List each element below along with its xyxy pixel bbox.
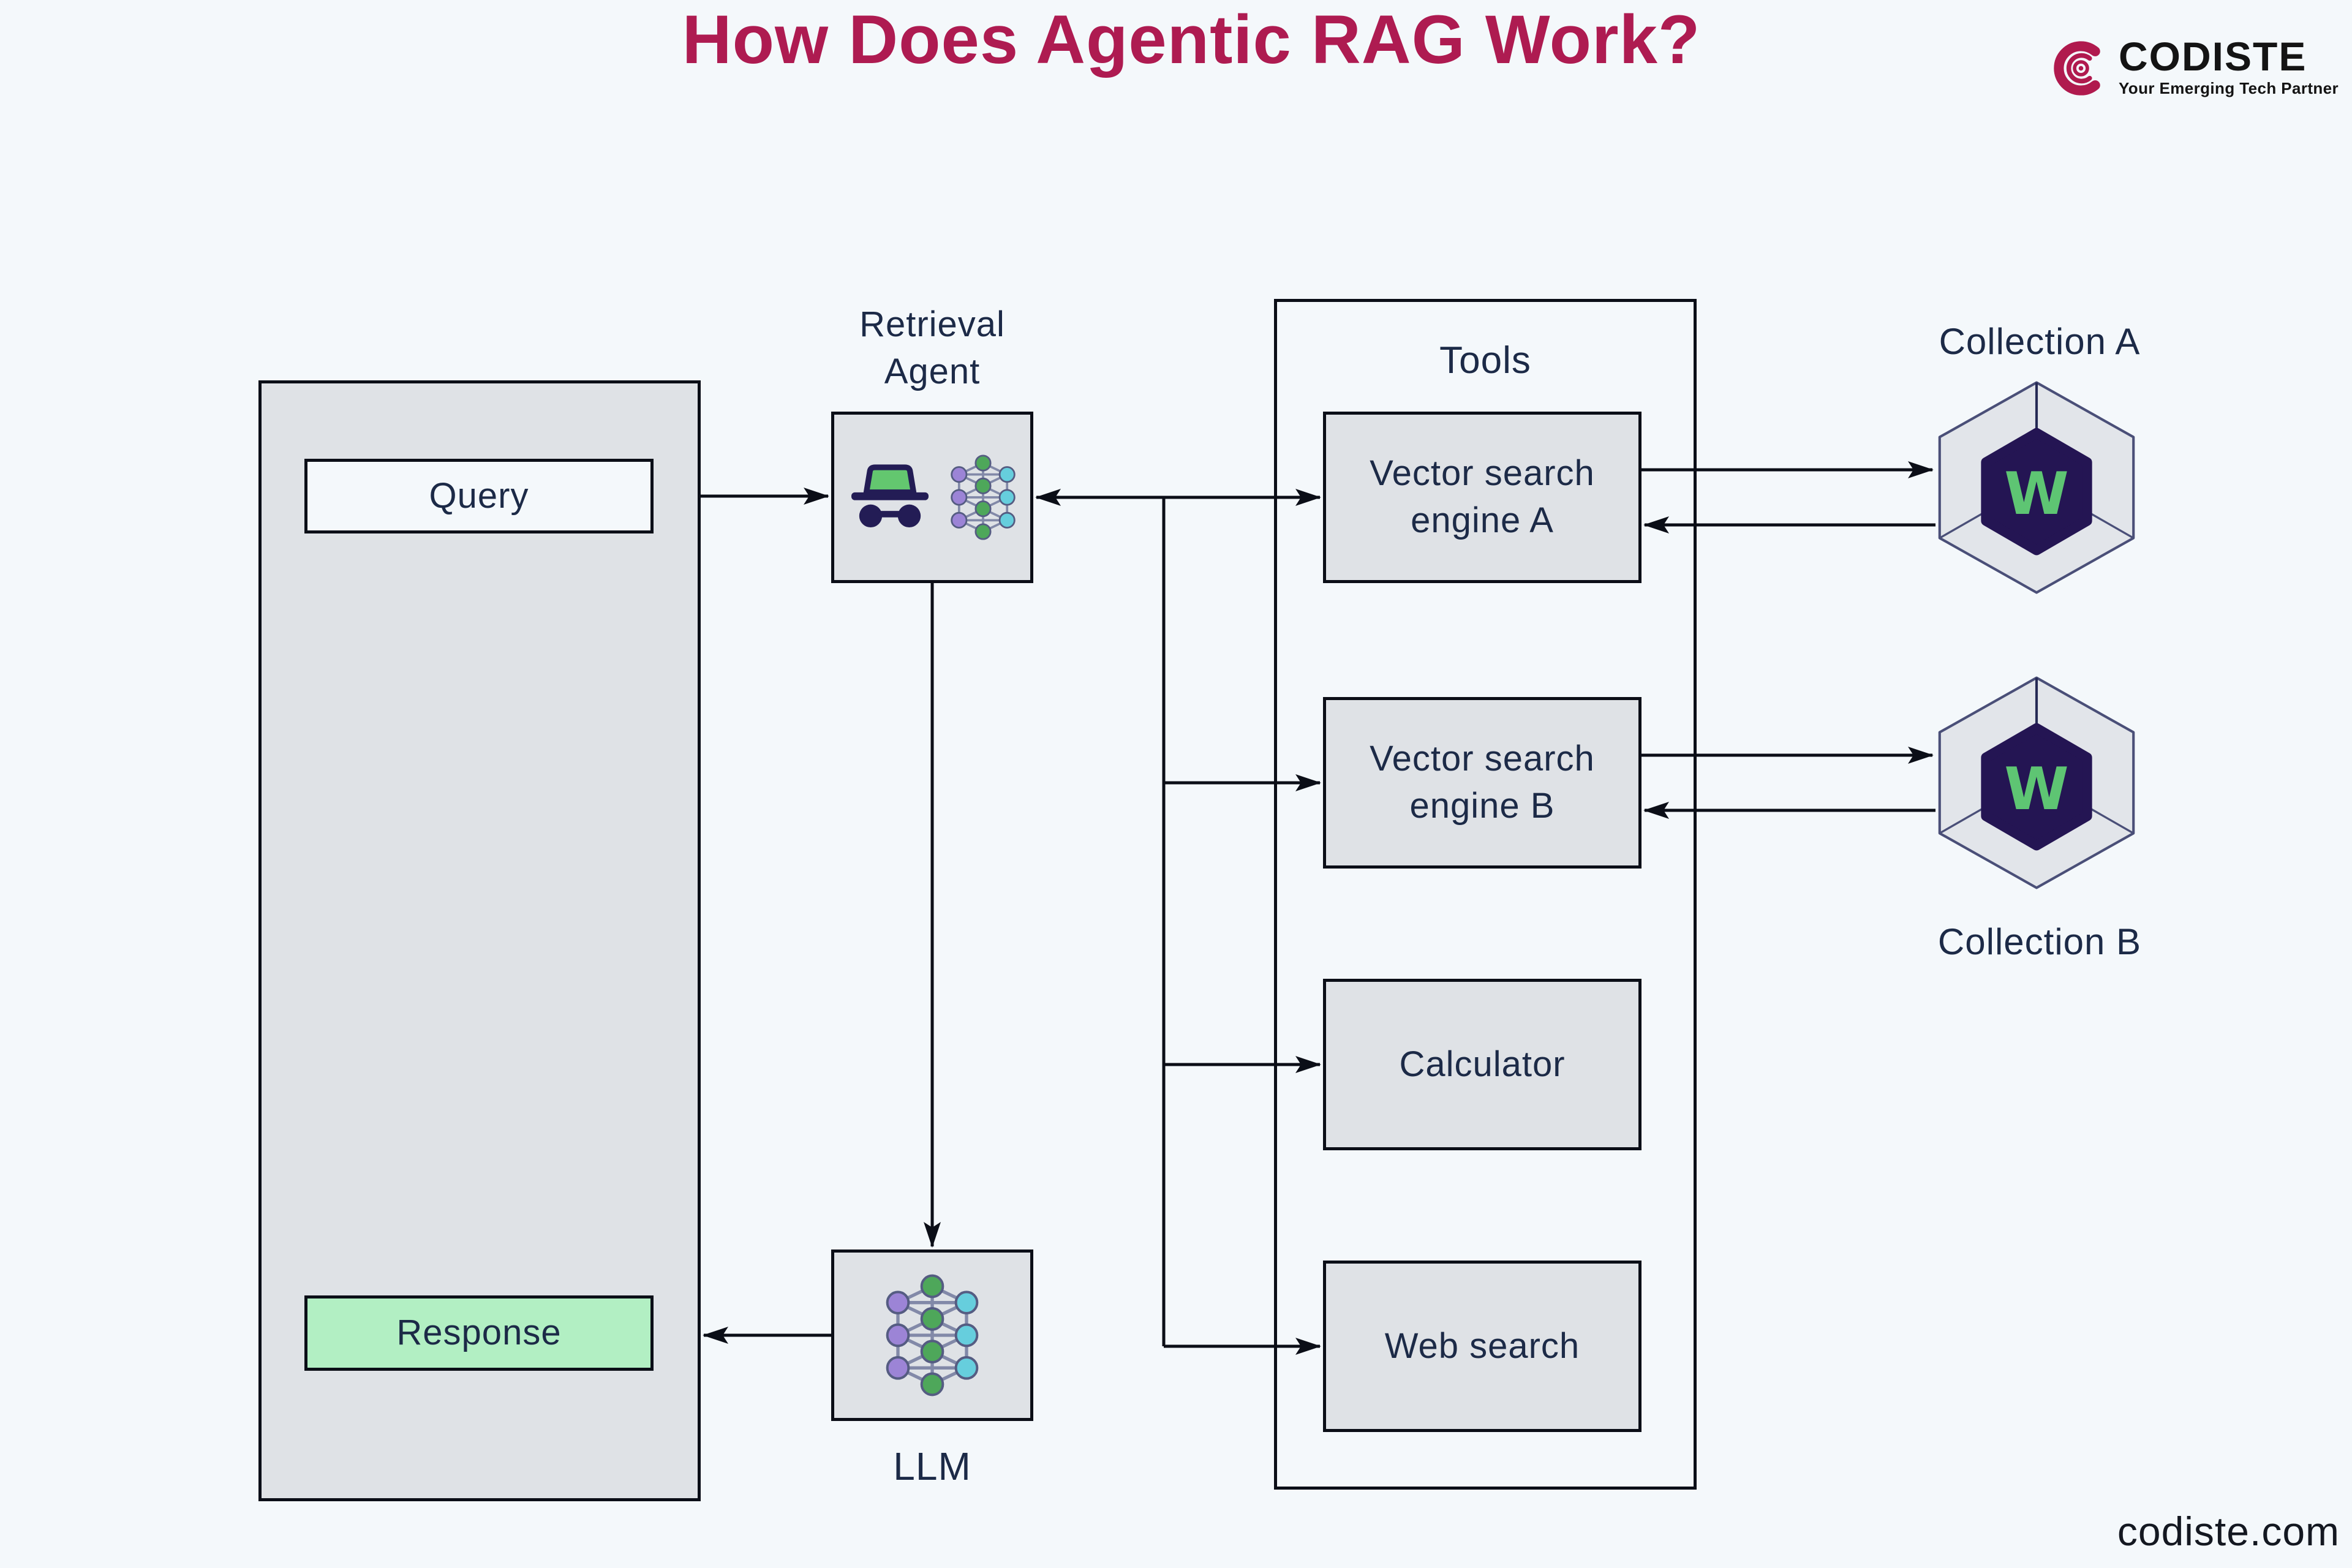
collection-b-label: Collection B	[1937, 921, 2142, 962]
response-label: Response	[396, 1313, 562, 1353]
tool-label: Web search	[1384, 1325, 1580, 1366]
tool-web-search: Web search	[1323, 1261, 1642, 1432]
logo-wordmark: CODISTE	[2119, 34, 2307, 79]
codiste-c-mark-icon	[2054, 41, 2100, 96]
tool-vector-search-engine-a: Vector search engine A	[1323, 412, 1642, 583]
website-url: codiste.com	[2117, 1509, 2340, 1554]
logo-tagline: Your Emerging Tech Partner	[2119, 79, 2339, 98]
svg-text:W: W	[2004, 755, 2068, 823]
response-box: Response	[304, 1295, 654, 1371]
svg-text:W: W	[2004, 459, 2068, 528]
query-box: Query	[304, 459, 654, 533]
incognito-agent-icon	[851, 464, 929, 527]
codiste-logo: CODISTE Your Emerging Tech Partner	[2052, 34, 2340, 109]
tool-label: Vector search engine B	[1370, 739, 1595, 826]
query-label: Query	[429, 475, 529, 516]
weaviate-hexagon-icon-collection-a: W	[1938, 381, 2135, 594]
llm-box	[831, 1250, 1033, 1421]
tool-calculator: Calculator	[1323, 979, 1642, 1150]
llm-label: LLM	[893, 1444, 971, 1488]
neural-network-icon	[951, 454, 1016, 540]
tool-vector-search-engine-b: Vector search engine B	[1323, 697, 1642, 869]
tools-title: Tools	[1439, 339, 1531, 382]
tool-label: Calculator	[1399, 1044, 1566, 1084]
collection-a-label: Collection A	[1939, 321, 2141, 362]
tool-label: Vector search engine A	[1370, 453, 1595, 540]
retrieval-agent-box	[831, 412, 1033, 583]
tools-container	[1274, 299, 1697, 1490]
neural-network-icon	[886, 1274, 979, 1396]
weaviate-hexagon-icon-collection-b: W	[1938, 676, 2135, 889]
page-title: How Does Agentic RAG Work?	[682, 1, 1701, 78]
retrieval-agent-label: Retrieval Agent	[859, 304, 1005, 391]
